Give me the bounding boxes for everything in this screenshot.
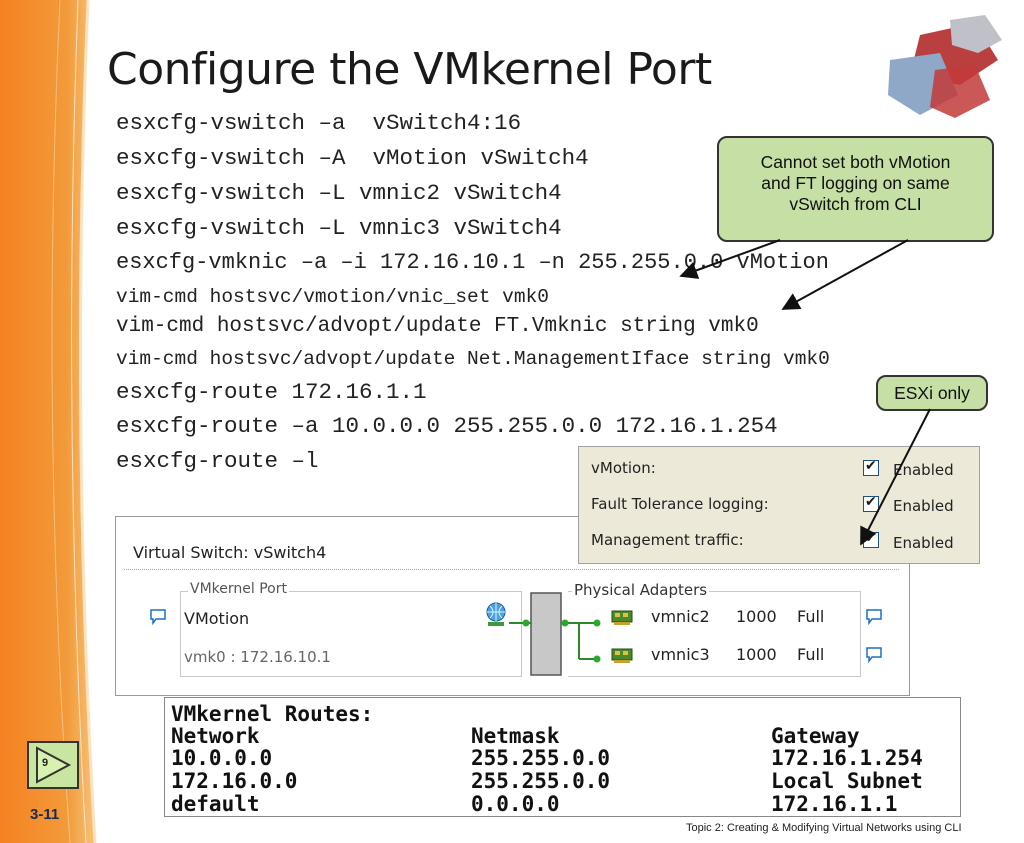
nic-card-icon — [611, 609, 633, 625]
footer-topic: Topic 2: Creating & Modifying Virtual Ne… — [686, 822, 962, 834]
vswitch-title: Virtual Switch: vSwitch4 — [133, 543, 327, 562]
speech-bubble-icon[interactable] — [866, 647, 882, 664]
callout-line: Cannot set both vMotion — [760, 152, 951, 172]
network-globe-icon — [482, 601, 510, 629]
play-nav-icon — [36, 746, 72, 784]
arrow-to-vmknic — [679, 239, 781, 279]
option-label-ft: Fault Tolerance logging: — [591, 495, 769, 513]
adapter-name: vmnic3 — [651, 645, 710, 664]
route-gateway: Local Subnet — [771, 769, 923, 793]
adapter-row[interactable]: vmnic2 1000 Full — [611, 607, 841, 629]
command-line: vim-cmd hostsvc/advopt/update Net.Manage… — [116, 348, 830, 370]
nav-label: 9 — [42, 757, 49, 769]
command-line: esxcfg-vswitch –L vmnic2 vSwitch4 — [116, 180, 562, 206]
command-line: esxcfg-route –l — [116, 448, 319, 474]
route-gateway: 172.16.1.1 — [771, 792, 898, 816]
checkbox-ft[interactable] — [863, 494, 879, 512]
adapter-name: vmnic2 — [651, 607, 710, 626]
arrow-to-management — [860, 408, 931, 546]
vmware-logo-icon — [880, 15, 1005, 123]
vswitch-panel: Virtual Switch: vSwitch4 VMkernel Port V… — [115, 516, 910, 696]
command-line: esxcfg-route –a 10.0.0.0 255.255.0.0 172… — [116, 413, 778, 439]
speech-bubble-icon[interactable] — [866, 609, 882, 626]
adapter-duplex: Full — [797, 607, 825, 626]
command-line: esxcfg-vswitch –L vmnic3 vSwitch4 — [116, 215, 562, 241]
adapter-row[interactable]: vmnic3 1000 Full — [611, 645, 841, 667]
route-network: 10.0.0.0 — [171, 746, 273, 770]
command-line: vim-cmd hostsvc/advopt/update FT.Vmknic … — [116, 315, 759, 338]
nav-play-button[interactable]: 9 — [27, 741, 79, 789]
speech-bubble-icon[interactable] — [150, 609, 166, 626]
vmkernel-port-group — [180, 591, 522, 677]
checkbox-vmotion[interactable] — [863, 458, 879, 476]
page-title: Configure the VMkernel Port — [107, 44, 712, 95]
routes-header-network: Network — [171, 724, 260, 748]
callout-note: Cannot set both vMotion and FT logging o… — [717, 136, 994, 242]
command-line: vim-cmd hostsvc/vmotion/vnic_set vmk0 — [116, 286, 549, 308]
arrow-to-ft-vmknic — [781, 239, 909, 310]
routes-output: VMkernel Routes: Network Netmask Gateway… — [164, 697, 961, 817]
port-detail: vmk0 : 172.16.10.1 — [184, 648, 331, 666]
port-options-panel: vMotion: Enabled Fault Tolerance logging… — [578, 446, 980, 564]
nic-card-icon — [611, 647, 633, 663]
callout-line: vSwitch from CLI — [789, 194, 922, 214]
callout-line: and FT logging on same — [761, 173, 950, 193]
dotted-divider — [124, 569, 899, 570]
physical-group-label: Physical Adapters — [572, 581, 710, 599]
route-netmask: 255.255.0.0 — [471, 769, 611, 793]
option-value-ft: Enabled — [893, 497, 954, 515]
route-network: default — [171, 792, 260, 816]
switch-graphic — [509, 592, 601, 676]
option-value-vmotion: Enabled — [893, 461, 954, 479]
callout-esxi: ESXi only — [876, 375, 988, 411]
physical-adapters-group — [568, 591, 861, 677]
command-line: esxcfg-route 172.16.1.1 — [116, 379, 427, 405]
vmkernel-group-label: VMkernel Port — [188, 581, 289, 597]
slide-number: 3-11 — [30, 806, 60, 823]
routes-title: VMkernel Routes: — [171, 702, 374, 726]
adapter-duplex: Full — [797, 645, 825, 664]
callout-esxi-text: ESXi only — [894, 383, 970, 403]
option-label-management: Management traffic: — [591, 531, 744, 549]
adapter-speed: 1000 — [736, 645, 777, 664]
command-line: esxcfg-vswitch –A vMotion vSwitch4 — [116, 145, 589, 171]
route-netmask: 255.255.0.0 — [471, 746, 611, 770]
routes-header-gateway: Gateway — [771, 724, 860, 748]
route-network: 172.16.0.0 — [171, 769, 298, 793]
option-value-management: Enabled — [893, 534, 954, 552]
routes-header-netmask: Netmask — [471, 724, 560, 748]
port-name[interactable]: VMotion — [184, 609, 250, 628]
route-netmask: 0.0.0.0 — [471, 792, 560, 816]
adapter-speed: 1000 — [736, 607, 777, 626]
decorative-side-band — [0, 0, 100, 843]
option-label-vmotion: vMotion: — [591, 459, 656, 477]
command-line: esxcfg-vswitch –a vSwitch4:16 — [116, 110, 522, 136]
route-gateway: 172.16.1.254 — [771, 746, 923, 770]
